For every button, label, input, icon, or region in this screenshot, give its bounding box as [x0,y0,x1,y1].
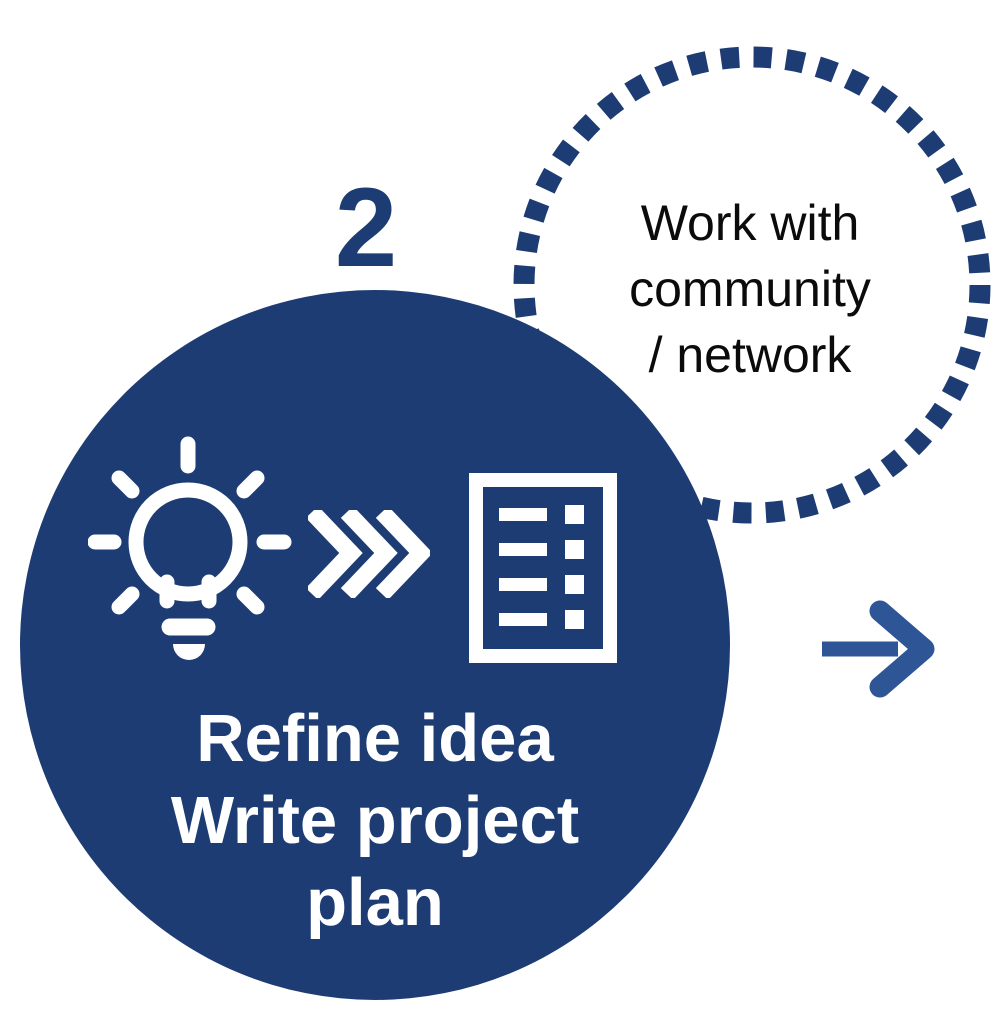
idea-lightbulb-icon [88,436,292,660]
step-label-line-3: plan [306,865,444,940]
right-arrow-icon [822,600,935,698]
dashed-border-circle [513,46,991,524]
triple-chevron-right-icon [308,510,430,598]
project-plan-document-icon [469,473,617,663]
bubble-line-1: Work with [640,195,860,251]
step-label-line-2: Write project [170,783,580,858]
bubble-line-3: / network [648,327,852,383]
community-bubble [513,46,991,524]
bubble-line-2: community [629,261,871,317]
step-label-line-1: Refine idea [196,701,554,776]
step-label: Refine idea Write project plan [75,698,675,944]
community-bubble-label: Work with community / network [550,190,950,388]
step-number: 2 [334,165,397,290]
